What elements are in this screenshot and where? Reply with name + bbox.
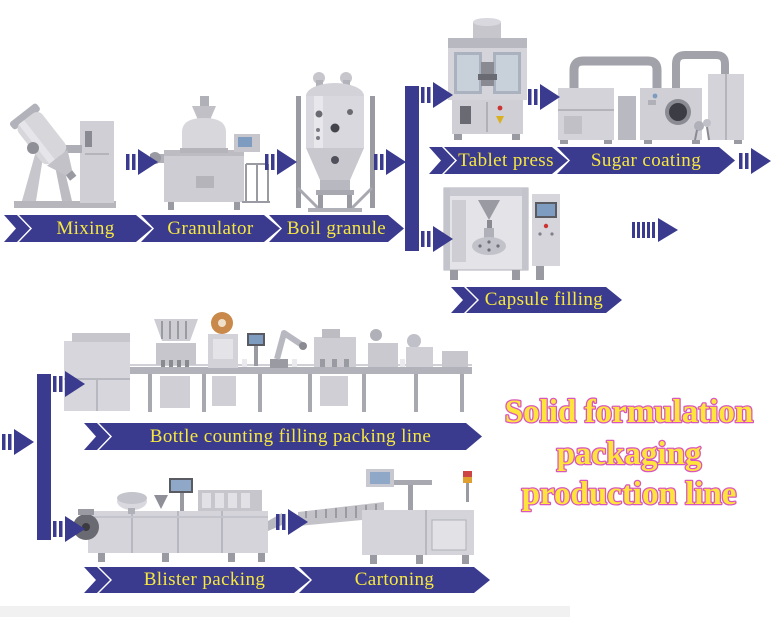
stage-banner-capsule-filling: Capsule filling <box>466 287 622 313</box>
stage-label-granulator: Granulator <box>167 217 254 239</box>
stage-label-mixing: Mixing <box>56 217 115 239</box>
flow-arrow-icon <box>528 84 560 110</box>
flow-arrow-icon <box>2 429 34 455</box>
branch-bar-left <box>37 374 51 540</box>
boil-granule-machine-image <box>296 72 375 212</box>
stage-label-cartoning: Cartoning <box>354 569 435 590</box>
bottle-line-machine-image <box>64 312 472 412</box>
flow-arrow-icon <box>421 82 453 108</box>
stage-banner-granulator: Granulator <box>141 215 280 242</box>
blister-packing-machine-image <box>73 478 282 562</box>
stage-label-boil-granule: Boil granule <box>286 217 387 239</box>
stage-banner-tablet-press: Tablet press <box>444 147 568 174</box>
stage-banner-blister-packing: Blister packing <box>99 567 310 593</box>
branch-bar-right <box>405 86 419 251</box>
diagram-title: Solid formulation packaging production l… <box>503 393 754 514</box>
capsule-filling-machine-image <box>443 187 560 280</box>
bottom-strip <box>0 606 570 617</box>
title-line-2: packaging <box>557 436 702 472</box>
stage-label-capsule-filling: Capsule filling <box>484 289 604 310</box>
stage-banner-boil-granule: Boil granule <box>269 215 404 242</box>
title-line-3: production line <box>522 476 737 512</box>
flow-arrow-icon <box>265 149 297 175</box>
stage-banner-mixing: Mixing <box>19 215 152 242</box>
flow-arrow-icon <box>53 371 85 397</box>
flow-arrow-icon <box>126 149 158 175</box>
stage-banner-sugar-coating: Sugar coating <box>557 147 735 174</box>
stage-label-blister-packing: Blister packing <box>143 569 266 590</box>
stage-label-bottle-line: Bottle counting filling packing line <box>149 425 432 447</box>
title-line-1: Solid formulation <box>505 394 753 430</box>
flow-arrow-icon <box>276 509 308 535</box>
stage-label-tablet-press: Tablet press <box>458 149 554 171</box>
cartoning-machine-image <box>298 469 474 564</box>
flow-arrow-icon <box>374 149 406 175</box>
mixing-machine-image <box>9 103 116 208</box>
stage-banner-bottle-line: Bottle counting filling packing line <box>99 423 482 450</box>
granulator-machine-image <box>150 96 270 210</box>
flow-arrow-icon <box>421 226 453 252</box>
flow-arrow-icon <box>739 148 771 174</box>
flow-arrow-multibar-icon <box>632 218 678 242</box>
flow-arrow-icon <box>53 516 85 542</box>
tablet-press-machine-image <box>448 18 527 140</box>
stage-banner-cartoning: Cartoning <box>299 567 490 593</box>
stage-label-sugar-coating: Sugar coating <box>590 149 702 171</box>
sugar-coating-machine-image <box>558 51 744 144</box>
